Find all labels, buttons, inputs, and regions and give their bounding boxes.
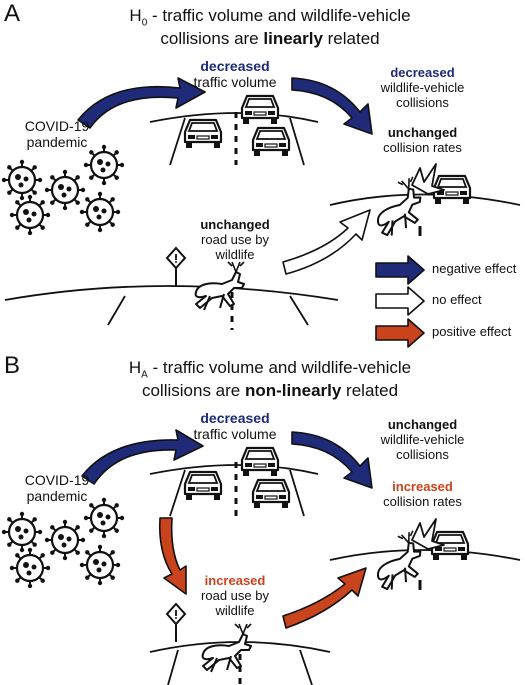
legend-positive-label: positive effect xyxy=(432,324,512,339)
road-bottom-b xyxy=(149,603,331,685)
panel-b-title-line2-bold: non-linearly xyxy=(244,380,342,400)
panel-a-roaduse: unchanged road use by wildlife xyxy=(190,217,280,263)
legend xyxy=(375,255,425,348)
arrow-none-roaduse-a xyxy=(282,209,371,275)
panel-b-rate-text: collision rates xyxy=(383,493,462,509)
panel-b-title-h: H xyxy=(128,358,142,377)
panel-b-rate: increased collision rates xyxy=(365,479,480,510)
arrow-negative-wvc-b xyxy=(291,431,373,489)
arrow-negative-traffic-b xyxy=(81,429,204,485)
panel-a xyxy=(0,77,521,330)
road-top-a xyxy=(149,94,319,166)
arrow-negative-wvc-a xyxy=(291,77,373,135)
panel-a-wvc-keyword: decreased xyxy=(390,65,455,80)
panel-b-title-line1: - traffic volume and wildlife-vehicle xyxy=(147,358,412,377)
panel-b-rate-keyword: increased xyxy=(392,479,453,494)
panel-b-roaduse-keyword: increased xyxy=(204,573,266,588)
road-top-b xyxy=(149,446,319,517)
legend-negative-label: negative effect xyxy=(432,261,517,276)
panel-a-roaduse-keyword: unchanged xyxy=(200,217,270,232)
panel-b-title-line2-post: related xyxy=(341,380,399,400)
panel-a-traffic-keyword: decreased xyxy=(200,58,270,74)
panel-a-wvc-text: wildlife-vehicle collisions xyxy=(380,79,465,110)
panel-a-wvc: decreased wildlife-vehicle collisions xyxy=(360,65,485,111)
legend-negative-arrow xyxy=(375,255,425,285)
panel-a-title-h: H xyxy=(129,6,142,25)
panel-b-title-sub: A xyxy=(141,369,148,381)
panel-a-roaduse-text: road use by wildlife xyxy=(201,231,269,262)
legend-none-arrow xyxy=(375,286,425,316)
arrow-negative-traffic-a xyxy=(77,77,206,129)
panel-b-label: B xyxy=(4,352,21,379)
panel-a-rate-keyword: unchanged xyxy=(387,125,458,140)
panel-a-rate: unchanged collision rates xyxy=(365,125,480,156)
legend-positive-arrow xyxy=(375,318,425,348)
road-collision-a xyxy=(329,163,521,240)
legend-none-label: no effect xyxy=(432,292,482,307)
panel-a-title-line1: - traffic volume and wildlife-vehicle xyxy=(147,6,411,25)
panel-b xyxy=(0,429,521,685)
panel-b-roaduse-text: road use by wildlife xyxy=(201,587,269,618)
panel-b-title: HA - traffic volume and wildlife-vehicle… xyxy=(60,358,480,400)
panel-a-rate-text: collision rates xyxy=(383,139,462,155)
panel-a-title: H0 - traffic volume and wildlife-vehicle… xyxy=(60,6,480,48)
panel-b-cause: COVID-19 pandemic xyxy=(24,472,90,505)
panel-b-traffic-text: traffic volume xyxy=(193,426,277,443)
panel-b-wvc: unchanged wildlife-vehicle collisions xyxy=(360,417,485,463)
arrow-positive-roaduse-b xyxy=(158,517,187,595)
panel-a-label: A xyxy=(4,0,21,27)
road-collision-b xyxy=(329,518,521,594)
panel-b-wvc-keyword: unchanged xyxy=(387,417,458,432)
panel-b-roaduse: increased road use by wildlife xyxy=(190,573,280,619)
panel-a-traffic: decreased traffic volume xyxy=(175,58,295,90)
road-bottom-a xyxy=(4,247,339,330)
panel-b-title-line2-pre: collisions are xyxy=(141,380,245,400)
virus-cluster-a xyxy=(0,143,126,237)
panel-b-wvc-text: wildlife-vehicle collisions xyxy=(380,431,465,462)
panel-a-traffic-text: traffic volume xyxy=(193,74,277,91)
virus-cluster-b xyxy=(0,496,126,590)
panel-b-traffic-keyword: decreased xyxy=(200,410,270,426)
arrow-positive-wvc-b xyxy=(282,567,367,629)
panel-a-title-line2-pre: collisions are xyxy=(160,28,264,48)
panel-b-traffic: decreased traffic volume xyxy=(175,410,295,442)
panel-a-title-line2-post: related xyxy=(322,28,380,48)
panel-a-title-sub: 0 xyxy=(141,17,148,29)
panel-a-title-line2-bold: linearly xyxy=(263,28,323,48)
panel-a-cause: COVID-19 pandemic xyxy=(24,118,90,151)
